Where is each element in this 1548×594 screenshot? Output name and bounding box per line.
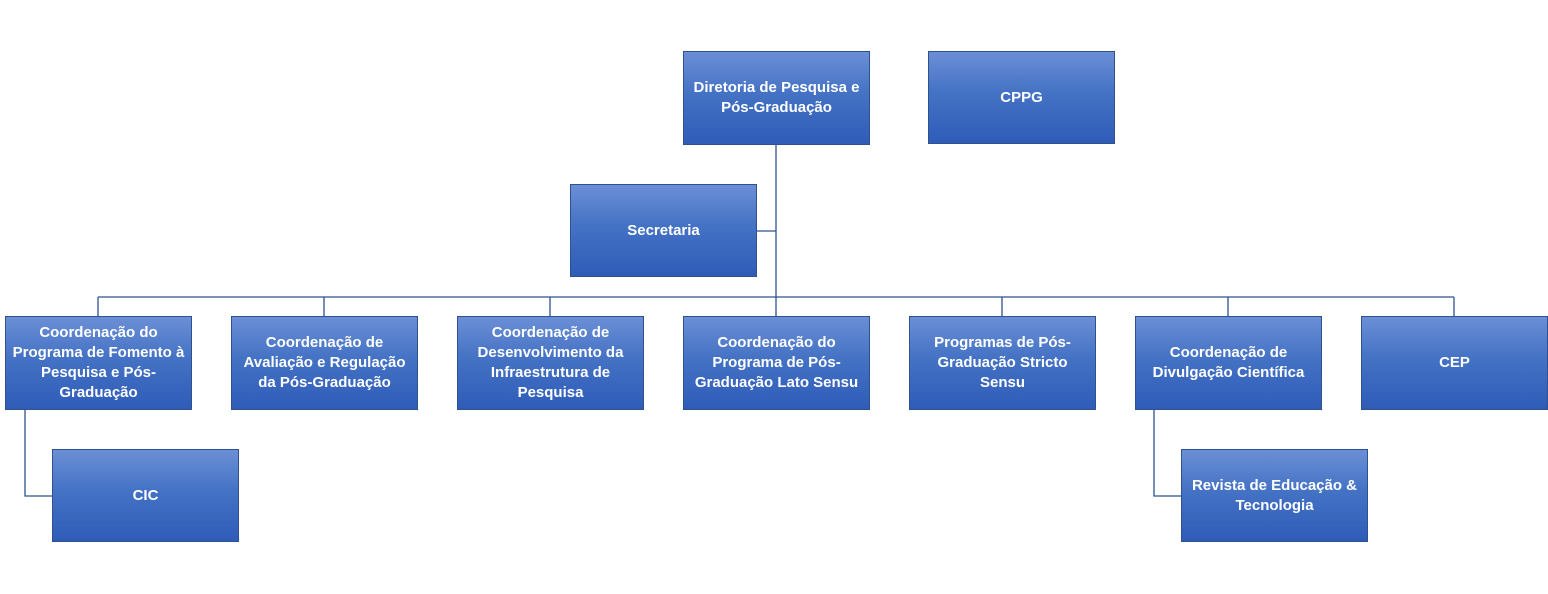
- node-lato-sensu-label: Coordenação do Programa de Pós-Graduação…: [694, 334, 859, 391]
- node-divulgacao: Coordenação de Divulgação Científica: [1135, 316, 1322, 410]
- node-avaliacao-label: Coordenação de Avaliação e Regulação da …: [243, 334, 406, 391]
- node-diretoria-label: Diretoria de Pesquisa e Pós-Graduação: [693, 79, 860, 116]
- node-infraestrutura: Coordenação de Desenvolvimento da Infrae…: [457, 316, 644, 410]
- node-cppg: CPPG: [928, 51, 1115, 144]
- revista-connector: [1153, 410, 1181, 497]
- node-revista: Revista de Educação & Tecnologia: [1181, 449, 1368, 542]
- node-fomento-label: Coordenação do Programa de Fomento à Pes…: [12, 324, 185, 401]
- node-lato-sensu: Coordenação do Programa de Pós-Graduação…: [683, 316, 870, 410]
- node-cic-label: CIC: [132, 486, 159, 504]
- node-fomento: Coordenação do Programa de Fomento à Pes…: [5, 316, 192, 410]
- node-divulgacao-label: Coordenação de Divulgação Científica: [1152, 344, 1305, 381]
- cic-connector: [24, 410, 52, 497]
- node-cic: CIC: [52, 449, 239, 542]
- node-infraestrutura-label: Coordenação de Desenvolvimento da Infrae…: [477, 324, 624, 401]
- node-diretoria: Diretoria de Pesquisa e Pós-Graduação: [683, 51, 870, 145]
- node-cppg-label: CPPG: [1000, 88, 1043, 106]
- node-stricto-sensu-label: Programas de Pós-Graduação Stricto Sensu: [934, 334, 1071, 391]
- node-secretaria-label: Secretaria: [627, 221, 700, 239]
- node-cep: CEP: [1361, 316, 1548, 410]
- node-secretaria: Secretaria: [570, 184, 757, 277]
- node-avaliacao: Coordenação de Avaliação e Regulação da …: [231, 316, 418, 410]
- node-stricto-sensu: Programas de Pós-Graduação Stricto Sensu: [909, 316, 1096, 410]
- node-cep-label: CEP: [1439, 354, 1470, 371]
- node-revista-label: Revista de Educação & Tecnologia: [1191, 476, 1358, 514]
